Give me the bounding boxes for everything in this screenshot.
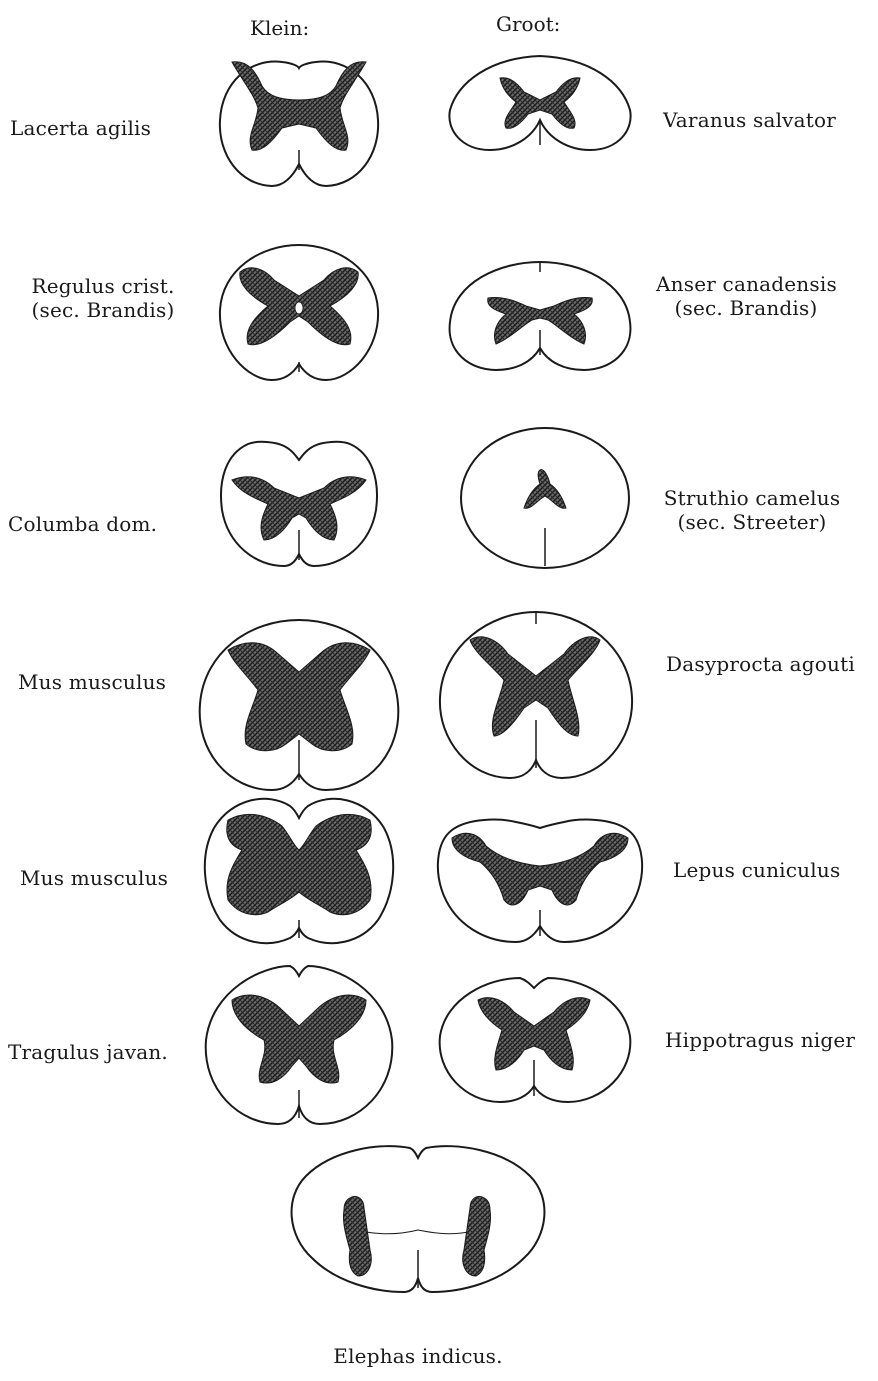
label-regulus-crist: Regulus crist. (sec. Brandis): [8, 274, 198, 322]
section-tragulus-javan: [206, 966, 393, 1124]
label-hippotragus-niger: Hippotragus niger: [665, 1028, 855, 1052]
section-hippotragus-niger: [440, 978, 631, 1102]
section-varanus-salvator: [449, 56, 630, 150]
label-mus-musculus-1: Mus musculus: [18, 670, 166, 694]
label-columba-dom: Columba dom.: [8, 512, 157, 536]
section-mus-musculus-2: [205, 799, 393, 943]
label-struthio-camelus: Struthio camelus (sec. Streeter): [660, 486, 844, 534]
label-lacerta-agilis: Lacerta agilis: [10, 116, 151, 140]
label-tragulus-javan: Tragulus javan.: [8, 1040, 168, 1064]
label-line: Regulus crist.: [8, 274, 198, 298]
label-line: (sec. Streeter): [660, 510, 844, 534]
label-elephas-indicus: Elephas indicus.: [318, 1344, 518, 1368]
label-line: Struthio camelus: [660, 486, 844, 510]
section-dasyprocta-agouti: [440, 612, 632, 778]
column-header-small: Klein:: [250, 16, 309, 40]
label-mus-musculus-2: Mus musculus: [20, 866, 168, 890]
column-header-large: Groot:: [496, 12, 560, 36]
label-dasyprocta-agouti: Dasyprocta agouti: [666, 652, 855, 676]
label-lepus-cuniculus: Lepus cuniculus: [673, 858, 840, 882]
section-columba-dom: [221, 442, 377, 566]
section-regulus-crist: [220, 245, 378, 380]
label-line: (sec. Brandis): [656, 296, 836, 320]
section-mus-musculus-1: [200, 620, 399, 790]
label-varanus-salvator: Varanus salvator: [663, 108, 836, 132]
section-lacerta-agilis: [220, 62, 378, 186]
label-line: Anser canadensis: [656, 272, 836, 296]
section-lepus-cuniculus: [438, 820, 642, 942]
section-elephas-indicus: [292, 1146, 545, 1292]
section-anser-canadensis: [450, 262, 631, 370]
label-anser-canadensis: Anser canadensis (sec. Brandis): [656, 272, 836, 320]
section-struthio-camelus: [461, 428, 629, 568]
label-line: (sec. Brandis): [8, 298, 198, 322]
